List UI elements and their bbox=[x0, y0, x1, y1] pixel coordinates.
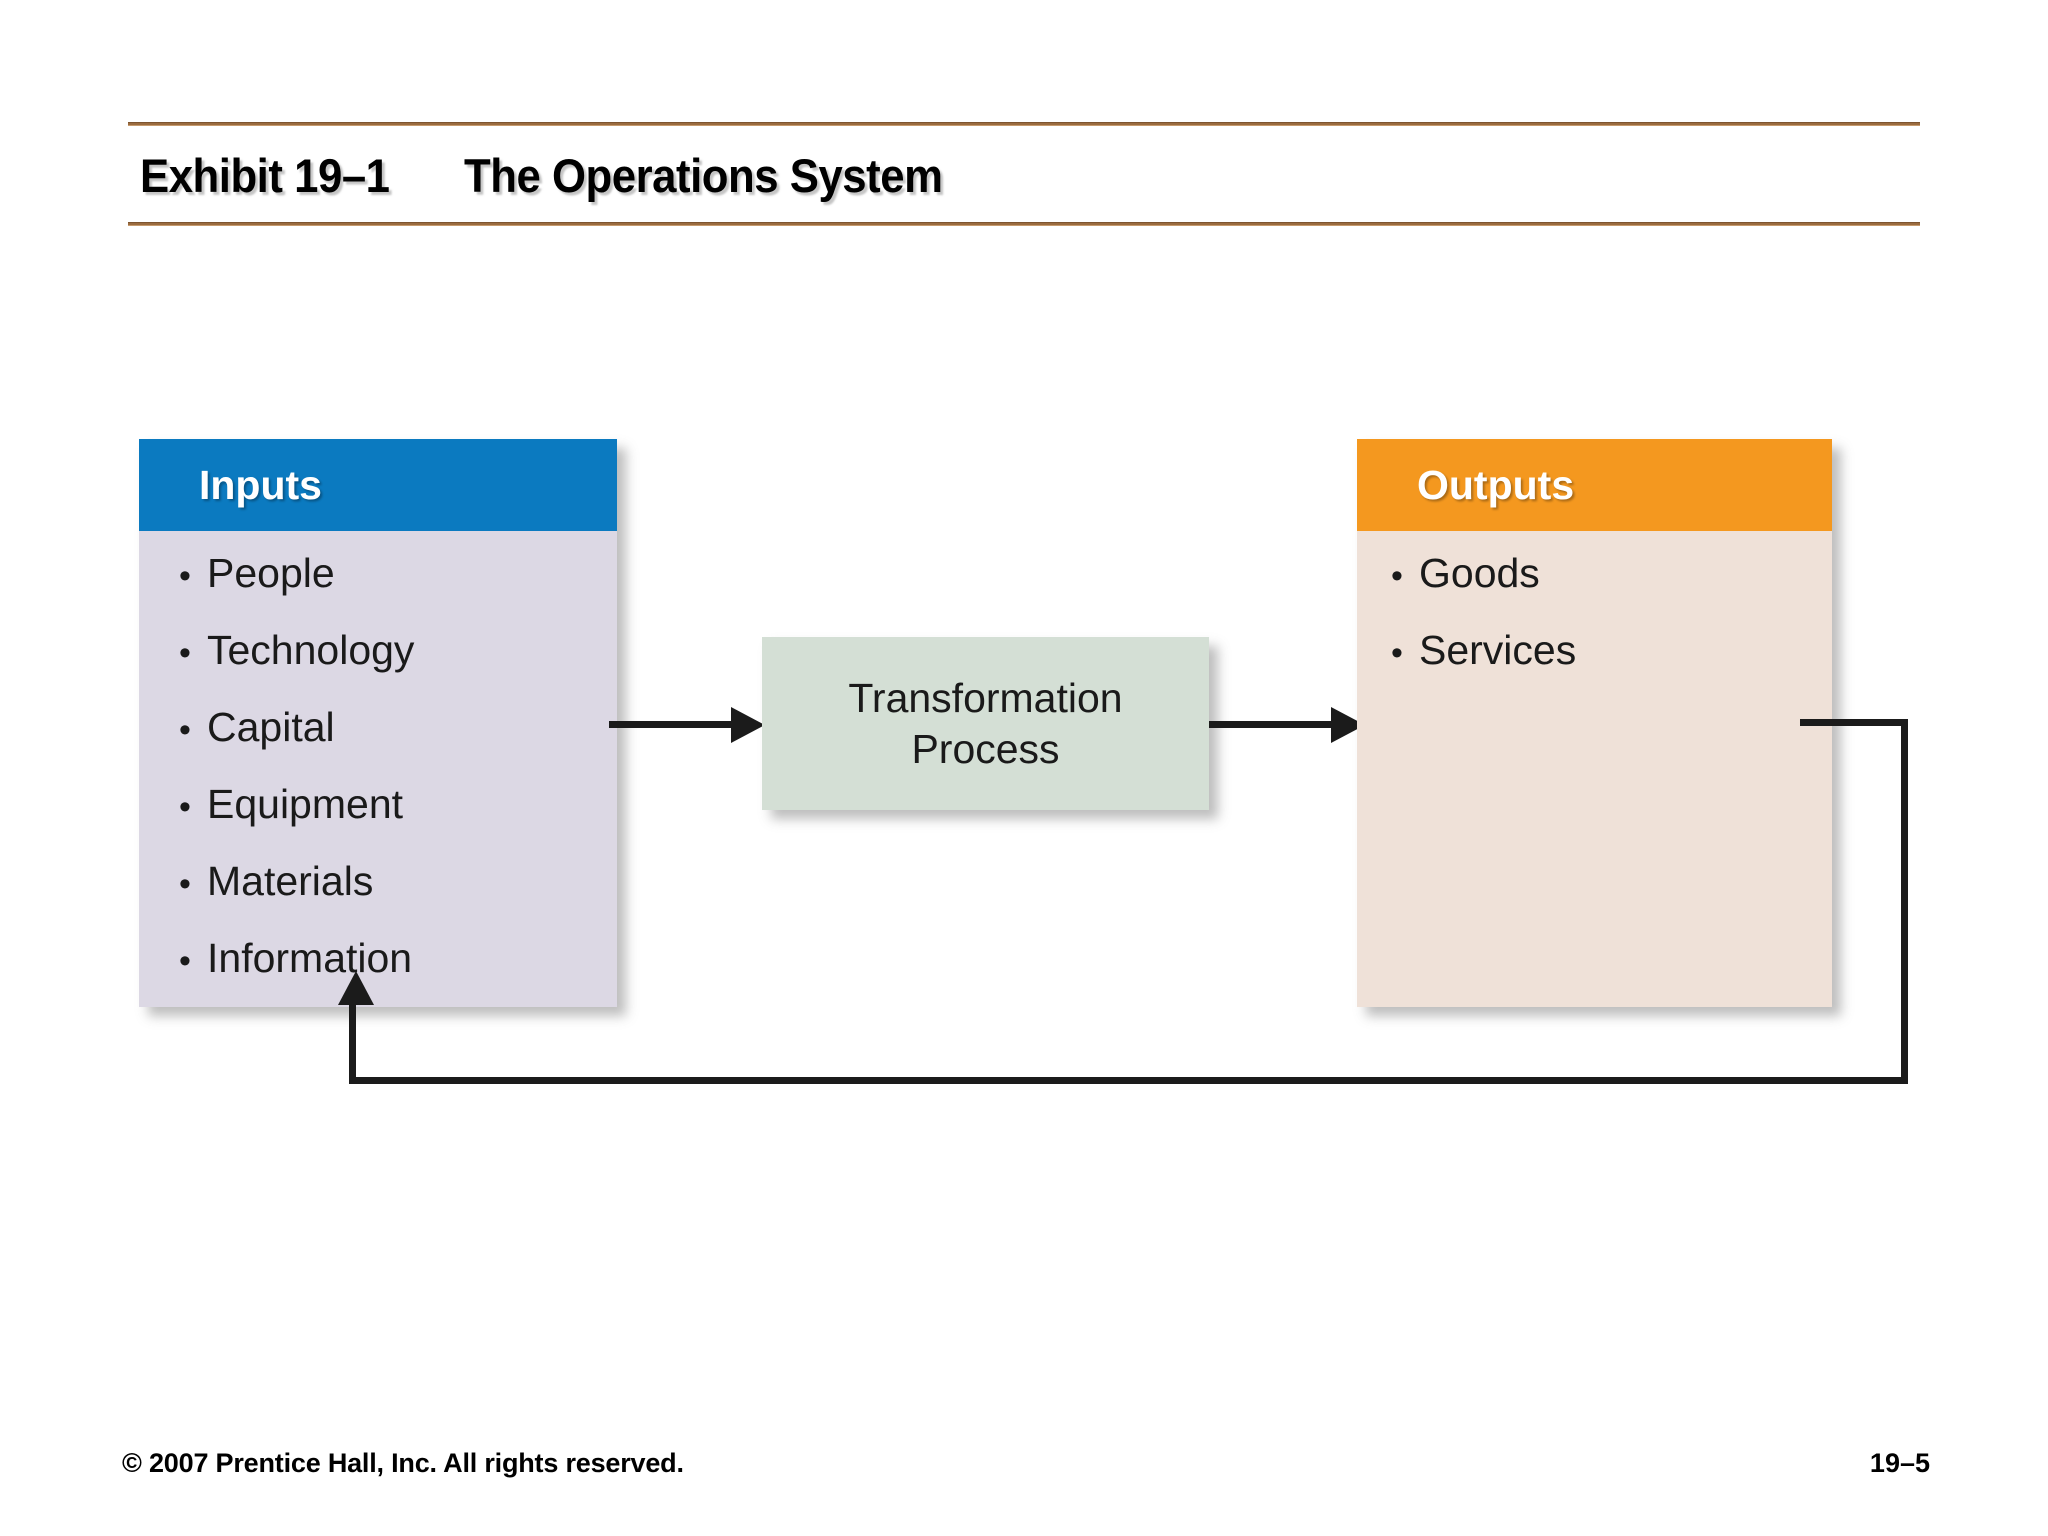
footer-copyright: © 2007 Prentice Hall, Inc. All rights re… bbox=[122, 1448, 684, 1478]
arrow-head-icon bbox=[338, 971, 374, 1005]
connector-inputs-to-transformation bbox=[609, 721, 733, 728]
inputs-panel-body: • People • Technology • Capital • Equipm… bbox=[139, 531, 617, 1007]
feedback-loop-segment-right bbox=[1901, 719, 1908, 1084]
bullet-icon: • bbox=[179, 634, 191, 672]
inputs-item-label: Technology bbox=[207, 627, 415, 673]
outputs-panel: Outputs • Goods • Services bbox=[1357, 439, 1832, 1007]
footer-page-number: 19–5 bbox=[1869, 1448, 1930, 1478]
header-rule-top bbox=[128, 122, 1920, 126]
inputs-item-label: Materials bbox=[207, 858, 374, 904]
list-item: • Equipment bbox=[163, 784, 617, 825]
bullet-icon: • bbox=[179, 711, 191, 749]
outputs-item-label: Services bbox=[1419, 627, 1577, 673]
bullet-icon: • bbox=[179, 942, 191, 980]
transformation-process-box: Transformation Process bbox=[762, 637, 1209, 810]
exhibit-label: Exhibit 19–1 bbox=[140, 148, 390, 202]
exhibit-title: The Operations System bbox=[464, 148, 943, 202]
bullet-icon: • bbox=[179, 865, 191, 903]
inputs-item-label: Information bbox=[207, 935, 413, 981]
outputs-panel-header: Outputs bbox=[1357, 439, 1832, 531]
feedback-loop-segment-bottom bbox=[349, 1077, 1908, 1084]
inputs-item-label: Equipment bbox=[207, 781, 404, 827]
inputs-panel-header: Inputs bbox=[139, 439, 617, 531]
transformation-line-1: Transformation bbox=[848, 675, 1123, 722]
list-item: • Technology bbox=[163, 630, 617, 671]
inputs-panel: Inputs • People • Technology • Capital •… bbox=[139, 439, 617, 1007]
list-item: • Services bbox=[1375, 630, 1832, 671]
list-item: • Materials bbox=[163, 861, 617, 902]
list-item: • Capital bbox=[163, 707, 617, 748]
arrow-head-icon bbox=[731, 707, 765, 743]
feedback-loop-segment-left bbox=[349, 1000, 356, 1080]
connector-transformation-to-outputs bbox=[1209, 721, 1333, 728]
outputs-item-label: Goods bbox=[1419, 550, 1540, 596]
header-rule-bottom bbox=[128, 222, 1920, 226]
bullet-icon: • bbox=[179, 788, 191, 826]
transformation-process-label: Transformation Process bbox=[848, 673, 1122, 773]
list-item: • People bbox=[163, 553, 617, 594]
bullet-icon: • bbox=[1391, 634, 1403, 672]
transformation-line-2: Process bbox=[911, 725, 1060, 772]
list-item: • Goods bbox=[1375, 553, 1832, 594]
page-title: Exhibit 19–1 The Operations System bbox=[140, 136, 979, 214]
outputs-panel-body: • Goods • Services bbox=[1357, 531, 1832, 1007]
list-item: • Information bbox=[163, 938, 617, 979]
bullet-icon: • bbox=[179, 557, 191, 595]
inputs-item-label: People bbox=[207, 550, 335, 596]
inputs-item-label: Capital bbox=[207, 704, 335, 750]
feedback-loop-segment-top bbox=[1800, 719, 1908, 726]
bullet-icon: • bbox=[1391, 557, 1403, 595]
